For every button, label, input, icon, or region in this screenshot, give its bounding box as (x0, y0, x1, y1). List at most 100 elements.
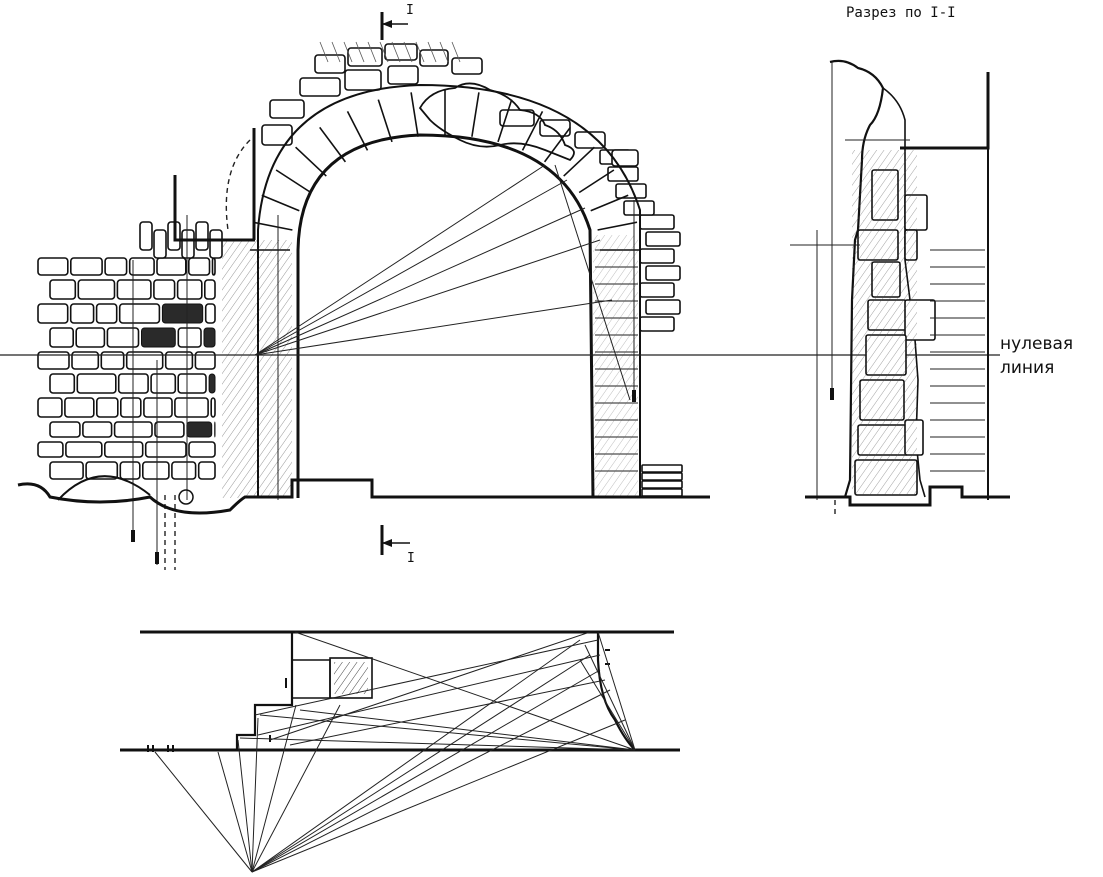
section-hatch (852, 150, 917, 495)
masonry-stone (299, 77, 341, 97)
section-mark-top: I (380, 3, 414, 40)
plan-sight-line (251, 639, 581, 873)
plan-sight-line (257, 654, 601, 736)
rod-weight-2 (155, 552, 159, 564)
masonry-stone (574, 131, 606, 149)
plan-stone-block-hatch (334, 662, 368, 694)
masonry-stone (384, 43, 418, 61)
voussoir-joint (295, 146, 327, 177)
masonry-stone (197, 461, 216, 480)
plan-sight-line (217, 751, 253, 873)
plan-tick-marks (147, 649, 610, 752)
masonry-stone (177, 373, 207, 394)
voussoir-joint (261, 194, 300, 212)
masonry-stone (49, 279, 77, 300)
masonry-stone (645, 265, 681, 281)
arch-extrados (257, 83, 641, 498)
masonry-hatch (403, 41, 413, 63)
masonry-stone (641, 480, 683, 489)
masonry-hatch (331, 41, 341, 63)
masonry-stone (144, 441, 187, 458)
masonry-stone (118, 303, 161, 324)
masonry-stone (164, 351, 194, 370)
ground-line-elevation (17, 478, 710, 515)
masonry-stone (499, 109, 535, 127)
masonry-stone (195, 221, 209, 251)
damaged-area-outline (418, 82, 575, 162)
masonry-stone (154, 421, 185, 438)
voussoir-joint (590, 194, 629, 212)
arch-voussoirs (250, 90, 640, 251)
section-title: Разрез по I-I (846, 5, 956, 21)
left-wall-masonry (37, 221, 223, 480)
masonry-stone (314, 54, 346, 74)
masonry-stone (69, 303, 95, 324)
masonry-stone (210, 397, 216, 418)
masonry-stone (85, 461, 119, 480)
masonry-stone (37, 257, 69, 276)
masonry-stone (143, 397, 173, 418)
section-rod-weight-1 (830, 388, 834, 400)
plan-sight-line (597, 631, 636, 751)
masonry-stone (344, 69, 382, 91)
masonry-stone (106, 327, 140, 348)
masonry-stone (153, 229, 167, 259)
masonry-hatch (367, 41, 377, 63)
voussoir-joint (275, 169, 312, 194)
voussoir-joint (410, 92, 419, 137)
masonry-stone (77, 279, 116, 300)
masonry-stone (177, 327, 202, 348)
left-corner-frame (173, 175, 255, 242)
sighting-lines (254, 164, 631, 401)
plan-sight-line (251, 717, 259, 873)
masonry-stone (128, 257, 155, 276)
masonry-stone (75, 327, 106, 348)
masonry-stone (181, 229, 195, 259)
masonry-stone (76, 373, 117, 394)
plan-sight-line (254, 639, 599, 716)
masonry-stone (176, 279, 203, 300)
plan-sight-line (269, 631, 591, 741)
plan-left-profile (235, 632, 294, 750)
zero-line-label-1: нулевая (1000, 334, 1073, 354)
plan-sight-line (584, 644, 636, 751)
masonry-stone (49, 461, 84, 480)
plan-sight-line (251, 654, 591, 873)
masonry-stone (37, 351, 70, 370)
right-jamb-hatch (593, 235, 638, 498)
plan-triangulation-lines (154, 631, 636, 873)
masonry-stone (65, 441, 103, 458)
masonry-stone (171, 461, 197, 480)
masonry-stone (269, 99, 305, 119)
plan-sight-line (251, 719, 626, 873)
voussoir-joint (578, 169, 615, 194)
voussoir-joint (597, 221, 638, 231)
masonry-hatch (319, 41, 329, 63)
masonry-stone (641, 464, 683, 473)
buried-arch (57, 475, 151, 501)
masonry-stone (387, 65, 419, 85)
masonry-stone (188, 257, 211, 276)
plan-sight-line (239, 737, 636, 751)
masonry-hatch (427, 41, 437, 63)
voussoir-joint (252, 221, 293, 231)
zero-line-label-2: линия (1000, 358, 1054, 378)
ground-line-section (805, 485, 1010, 507)
masonry-stone (639, 214, 675, 230)
section-mark-bottom: I (380, 525, 415, 566)
rod-weight-1 (131, 530, 135, 542)
voussoir-joint (563, 146, 595, 177)
masonry-stone (104, 257, 128, 276)
plan-sight-line (289, 679, 606, 746)
masonry-hatch (439, 41, 449, 63)
masonry-hatch (343, 41, 353, 63)
plan-sight-line (251, 704, 297, 873)
plan-view (120, 630, 680, 873)
section-frame (900, 72, 990, 150)
masonry-stone (95, 303, 118, 324)
drain-opening (178, 489, 194, 505)
masonry-stone (204, 279, 216, 300)
section-view: Разрез по I-I (790, 5, 1010, 515)
elevation-view (17, 41, 710, 570)
masonry-stone (641, 472, 683, 481)
